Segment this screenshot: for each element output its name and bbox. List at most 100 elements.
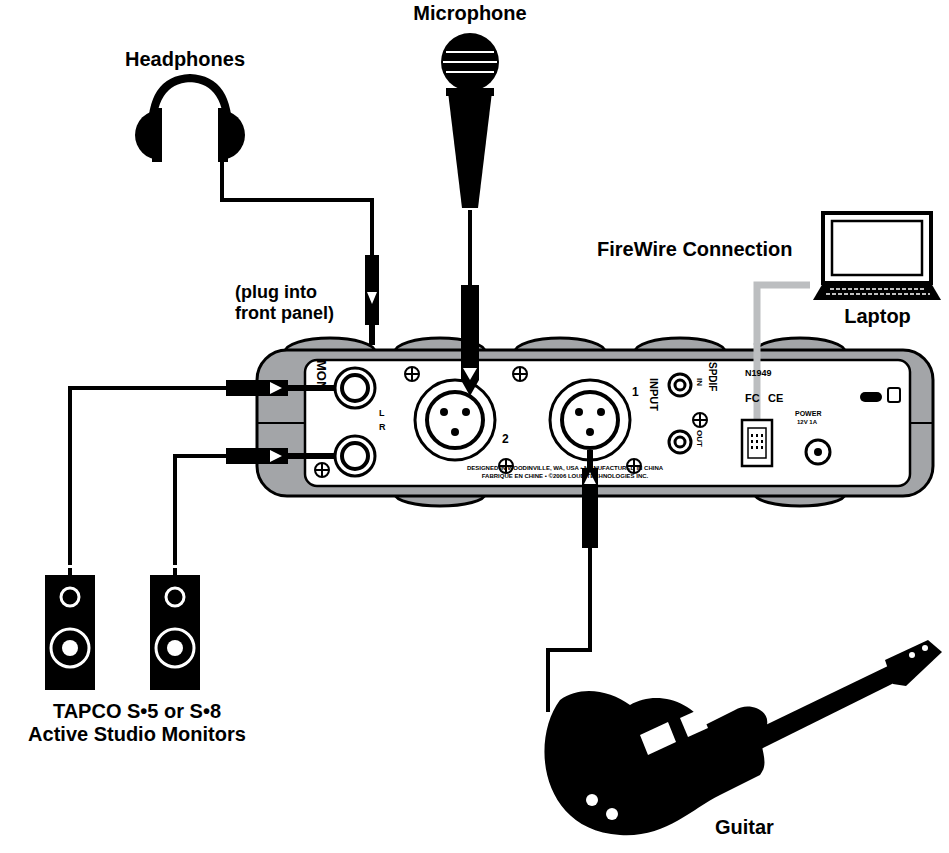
laptop-text: Laptop (810, 305, 945, 328)
combo-jacks-part (575, 408, 583, 416)
monitor-jacks-part (342, 443, 368, 469)
monitor-jacks-part (335, 368, 375, 408)
panel-screws (315, 367, 707, 477)
studio-monitors-icon (45, 568, 200, 690)
guitar-icon-part (640, 722, 676, 755)
monitor-plugs-part (270, 450, 282, 462)
studio-monitors-icon-part (167, 640, 183, 656)
studio-monitors-icon-part (68, 568, 72, 576)
audio-interface-text: MON (313, 360, 328, 390)
audio-interface-text: R (379, 422, 386, 432)
annotation-label: FireWire Connection (597, 238, 802, 261)
monitor-plugs-part (226, 448, 288, 464)
cable-connector (757, 285, 810, 345)
audio-interface-text: POWER (795, 410, 821, 418)
guitar-icon-part (909, 652, 915, 658)
audio-interface-text: INPUT (647, 378, 660, 411)
combo-jacks-part (427, 392, 483, 448)
audio-interface-text: SPDIF (707, 362, 719, 391)
power-jack-part (860, 392, 882, 402)
guitar-icon (544, 598, 942, 835)
audio-interface-text: IN (695, 378, 704, 386)
studio-monitors-icon-part (51, 629, 89, 667)
audio-interface-text: FC (745, 392, 760, 405)
cable-connector (175, 456, 255, 565)
combo-jacks-part (462, 408, 470, 416)
studio-monitors-node: TAPCO S•5 or S•8 Active Studio Monitors (15, 565, 260, 750)
firewire-port-part (752, 434, 762, 452)
monitor-plugs-part (288, 385, 336, 391)
headphones-node: Headphones (105, 48, 265, 173)
guitar-icon-part (885, 640, 942, 686)
headphone-plug-part (369, 325, 375, 345)
interface-body-part (257, 422, 305, 424)
microphone-icon-part (446, 88, 494, 96)
studio-monitors-text: TAPCO S•5 or S•8 Active Studio Monitors (23, 700, 251, 746)
power-jack-part (814, 448, 822, 456)
cable-connector (222, 173, 372, 345)
microphone-icon-part (448, 92, 492, 208)
microphone-node: Microphone (390, 0, 550, 210)
laptop-icon-part (813, 283, 941, 300)
headphones-icon-part (152, 108, 162, 162)
guitar-icon-part (745, 665, 898, 752)
spdif-jacks (669, 374, 691, 453)
audio-interface-text: 2 (502, 433, 509, 447)
studio-monitors-icon-part (150, 575, 200, 690)
studio-monitors-icon-part (61, 588, 79, 606)
combo-jacks-part (597, 408, 605, 416)
firewire-port-part (742, 420, 772, 466)
combo-jacks (415, 380, 630, 460)
interface-body-part (305, 360, 910, 486)
studio-monitors-icon-part (62, 640, 78, 656)
panel-screws-part (315, 463, 329, 477)
headphones-icon-part (220, 158, 224, 173)
monitor-plugs-part (226, 380, 288, 396)
annotation-label: (plug into front panel) (235, 282, 357, 323)
cable-line (222, 173, 372, 345)
spdif-jacks-part (669, 431, 691, 453)
interface-body-part (910, 422, 933, 424)
audio-interface-text: CE (768, 392, 783, 405)
combo-jacks-part (451, 428, 459, 436)
guitar-icon-part (586, 794, 598, 806)
combo-jacks-part (415, 380, 495, 460)
combo-jacks-part (550, 380, 630, 460)
microphone-icon (441, 33, 499, 208)
audio-interface-text: 12V 1A (797, 419, 817, 426)
monitor-jacks-part (342, 375, 368, 401)
panel-screws-part (513, 367, 527, 381)
microphone-icon-part (441, 33, 499, 91)
monitor-jacks (335, 368, 375, 476)
power-jack (806, 388, 900, 464)
interface-body-part (257, 350, 933, 496)
audio-interface-text: DESIGNED IN WOODINVILLE, WA, USA • MANUF… (400, 465, 730, 472)
guitar-text: Guitar (715, 816, 805, 839)
spdif-jacks-part (675, 380, 685, 390)
laptop-icon-part (832, 221, 922, 275)
headphone-plug-part (367, 292, 377, 304)
panel-screws-part (694, 414, 706, 426)
laptop-icon-part (826, 289, 930, 294)
panel-screws-part (406, 368, 418, 380)
xlr-plug-part (463, 368, 477, 380)
panel-screws-part (514, 368, 526, 380)
audio-interface-node: MONLR2INPUT1SPDIFINOUTN1949FCCEPOWER12V … (255, 345, 935, 500)
firewire-port-part (748, 428, 766, 458)
audio-interface-text: N1949 (745, 368, 772, 378)
combo-jacks-part (586, 428, 594, 436)
xlr-plug-part (461, 285, 479, 380)
power-jack-part (888, 388, 900, 402)
power-jack-part (806, 440, 830, 464)
laptop-icon-part (823, 213, 931, 283)
xlr-plug-part (461, 380, 479, 396)
spdif-jacks-part (669, 374, 691, 396)
firewire-port (742, 343, 772, 466)
panel-screws-part (316, 464, 328, 476)
monitor-plugs-part (270, 382, 282, 394)
cable-line (70, 388, 255, 565)
audio-interface-text: L (379, 408, 385, 418)
headphones-icon (135, 78, 245, 173)
microphone-text: Microphone (390, 2, 550, 25)
